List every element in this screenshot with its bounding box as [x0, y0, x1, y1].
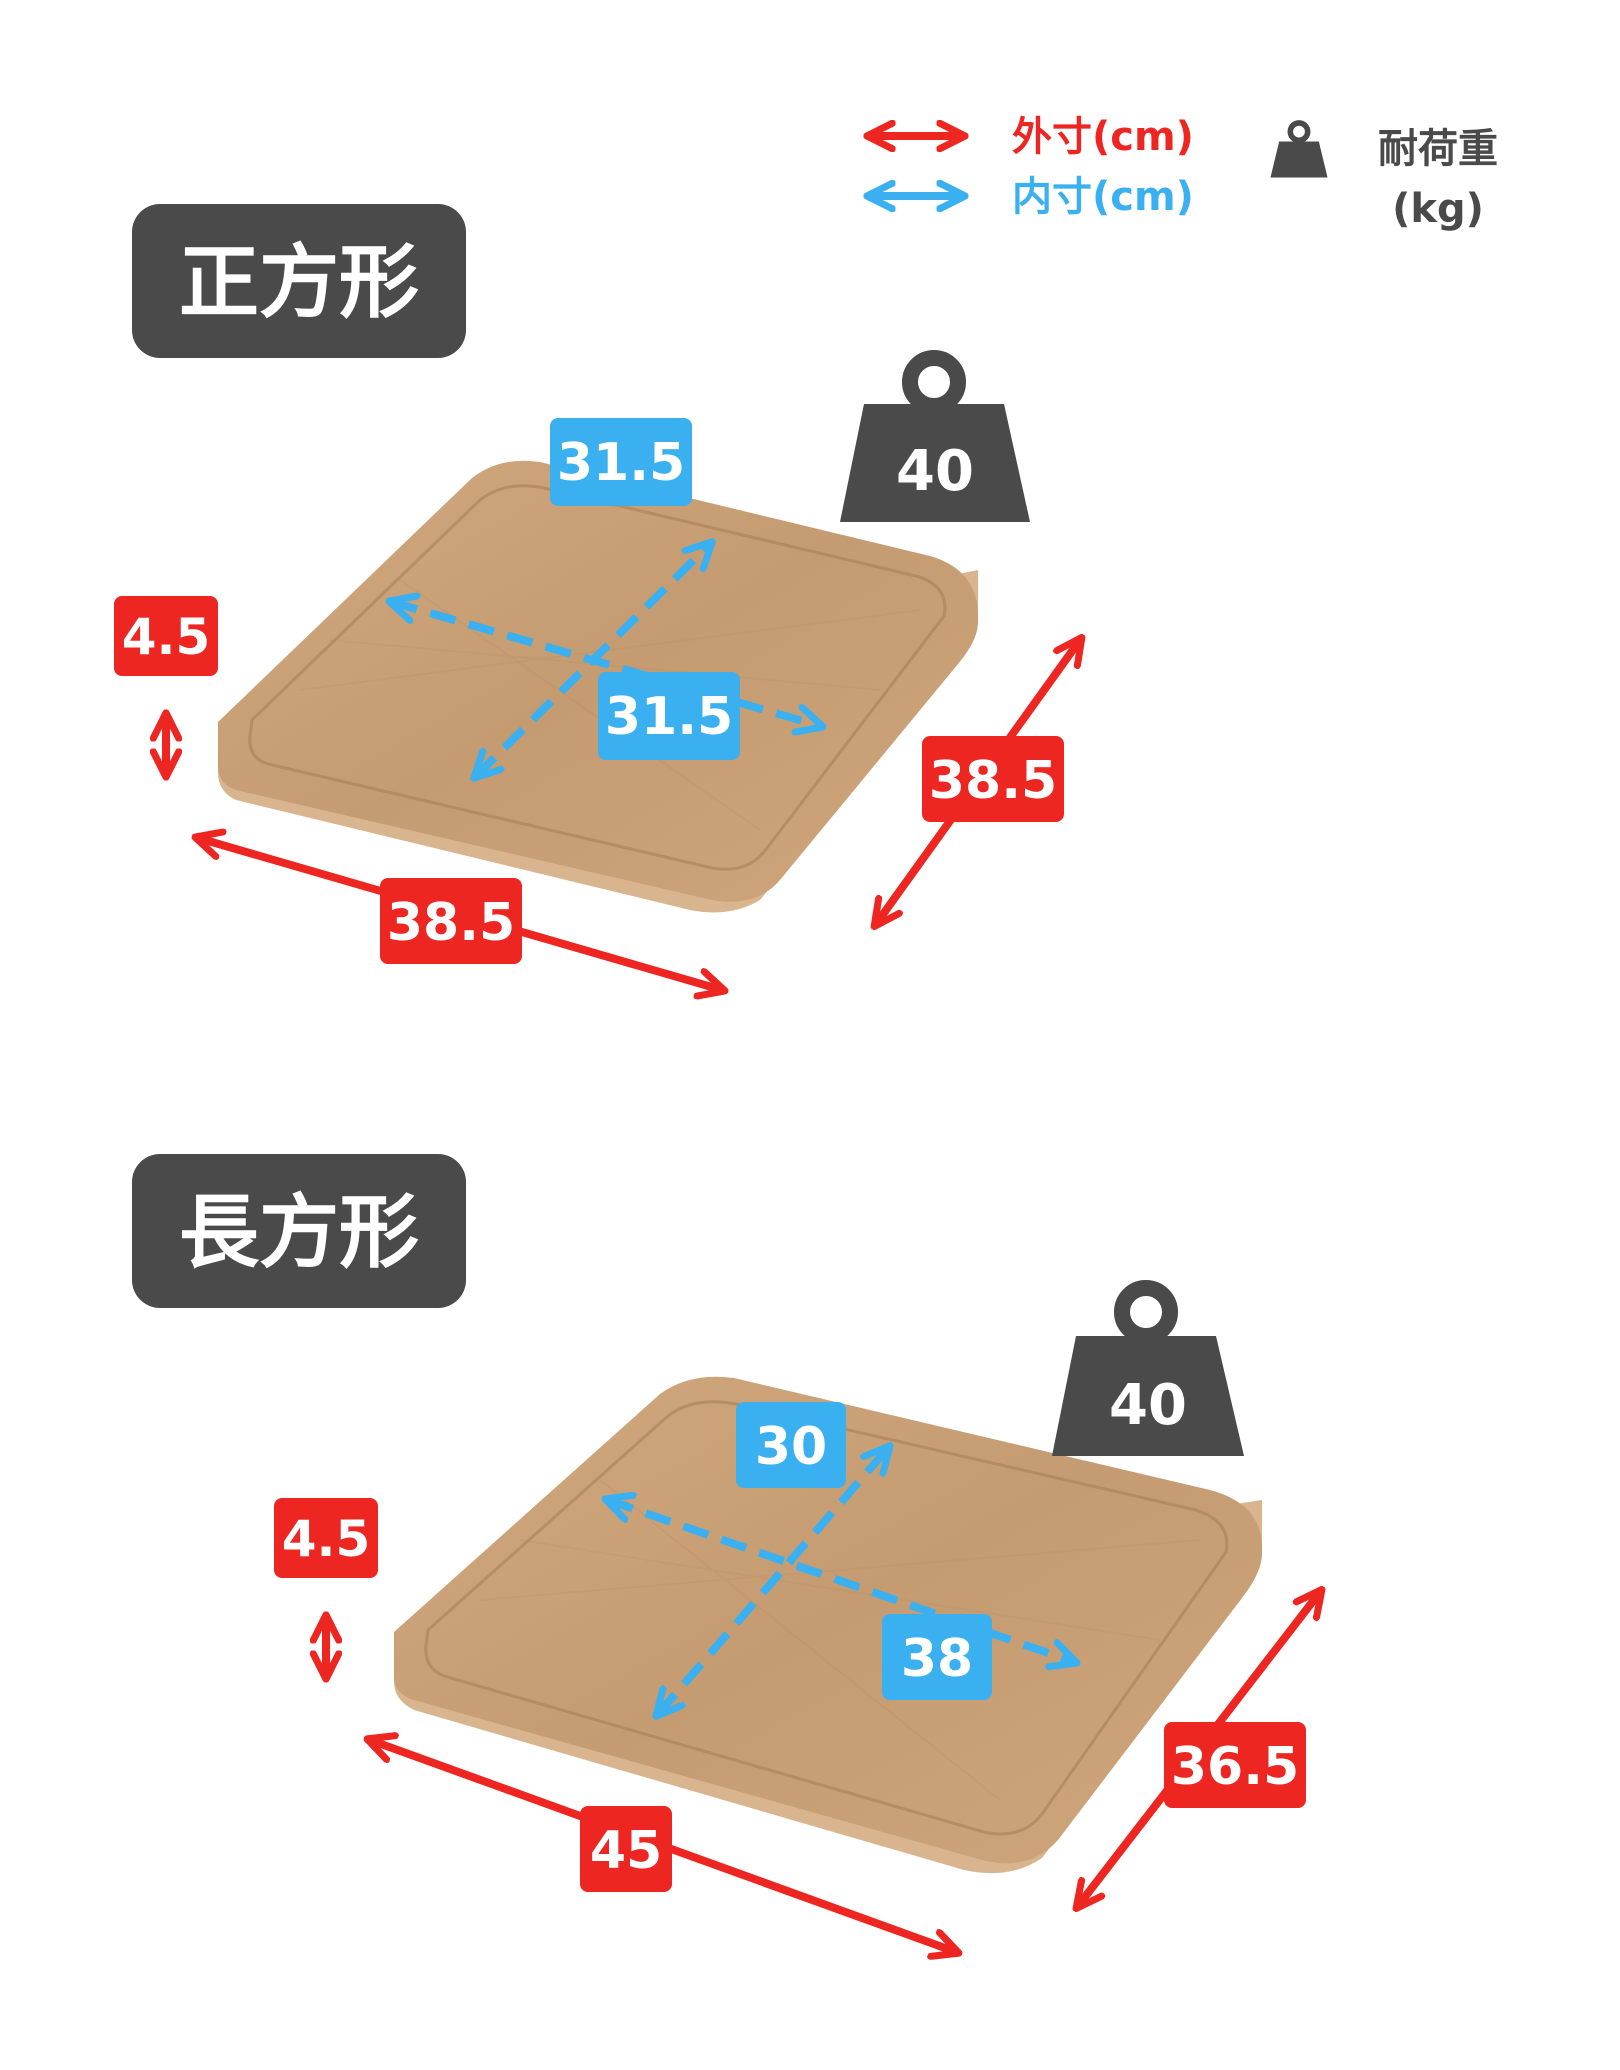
inner-a-badge [736, 1402, 846, 1488]
inner-b-value: 38 [901, 1629, 973, 1689]
height-badge [274, 1498, 378, 1578]
inner-a-value: 31.5 [557, 433, 685, 493]
outer-width-badge [380, 878, 522, 964]
outer-depth-badge [1164, 1722, 1306, 1808]
inner-b-value: 31.5 [605, 687, 733, 747]
inner-a-value: 30 [755, 1417, 827, 1477]
load-value: 40 [896, 439, 974, 504]
load-value: 40 [1109, 1373, 1187, 1438]
height-value: 4.5 [282, 1510, 371, 1568]
inner-b-badge [598, 672, 740, 760]
outer-width-badge [580, 1806, 672, 1892]
legend: 外寸(cm) 内寸(cm) 耐荷重 (kg) [870, 114, 1498, 232]
height-badge [114, 596, 218, 676]
legend-outer-label: 外寸(cm) [1012, 114, 1194, 160]
weight-icon [1270, 123, 1327, 178]
load-weight: 40 [1052, 1280, 1244, 1456]
inner-arrow-a [658, 1448, 888, 1714]
legend-inner-label: 内寸(cm) [1012, 174, 1194, 220]
inner-b-badge [882, 1614, 992, 1700]
tray-square: 正方形 31.5 31.5 40 4.5 38.5 [114, 204, 1080, 990]
tray-title: 長方形 [179, 1186, 419, 1279]
inner-arrow-b [476, 544, 710, 776]
title-badge [132, 204, 466, 358]
outer-depth-badge [922, 736, 1064, 822]
title-badge [132, 1154, 466, 1308]
inner-a-badge [550, 418, 692, 506]
outer-depth-value: 36.5 [1171, 1737, 1299, 1797]
outer-width-value: 45 [590, 1821, 662, 1881]
outer-width-value: 38.5 [387, 893, 515, 953]
tray-title: 正方形 [179, 236, 419, 329]
legend-load-unit: (kg) [1392, 186, 1484, 232]
outer-depth-value: 38.5 [929, 751, 1057, 811]
height-value: 4.5 [122, 608, 211, 666]
legend-load-label: 耐荷重 [1378, 126, 1498, 172]
tray-rectangle: 長方形 30 38 40 4.5 45 36.5 [132, 1154, 1320, 1952]
load-weight: 40 [840, 350, 1030, 522]
